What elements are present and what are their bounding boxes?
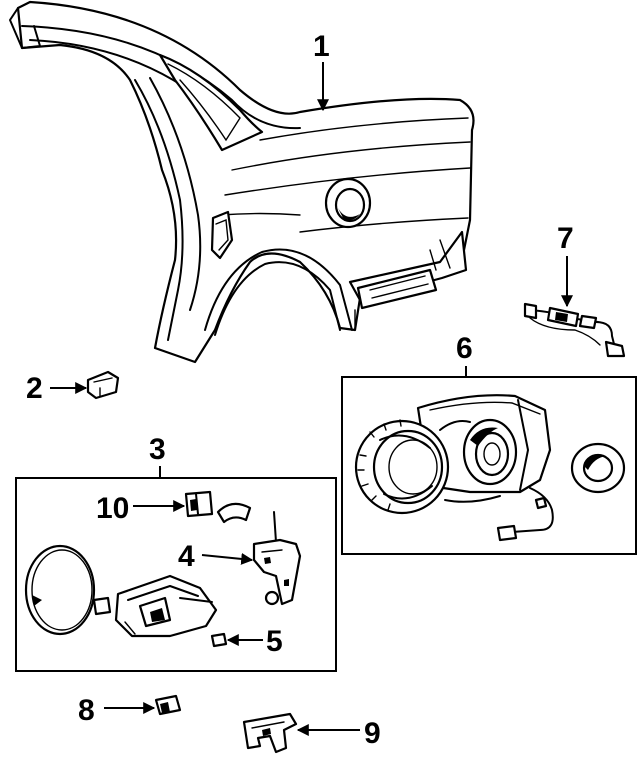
callout-3: 3 — [149, 433, 166, 466]
release-cable-part-7 — [523, 302, 626, 358]
callout-6: 6 — [456, 332, 473, 365]
callout-2: 2 — [26, 372, 43, 405]
callout-8: 8 — [78, 694, 95, 727]
callout-1: 1 — [313, 30, 330, 63]
callout-10: 10 — [96, 492, 129, 525]
hinge-assembly-part-3 — [92, 574, 218, 638]
callout-4: 4 — [178, 540, 195, 573]
fuel-door-part-3 — [24, 544, 96, 636]
gasket-part-6 — [570, 442, 626, 494]
callout-5: 5 — [266, 625, 283, 658]
quarter-panel — [9, 0, 475, 364]
bracket-part-4 — [252, 511, 302, 606]
latch-part-9 — [242, 712, 298, 754]
clip-part-2 — [86, 370, 120, 400]
screw-part-5 — [210, 632, 228, 648]
clip-part-10 — [184, 490, 214, 518]
leader-lines — [50, 62, 573, 736]
callout-9: 9 — [364, 717, 381, 750]
bumper-part-3 — [216, 502, 252, 524]
callout-7: 7 — [557, 222, 574, 255]
clip-part-8 — [154, 694, 182, 716]
group-box-3 — [15, 477, 337, 672]
group-box-6 — [341, 376, 637, 555]
filler-housing-part-6 — [354, 394, 554, 542]
